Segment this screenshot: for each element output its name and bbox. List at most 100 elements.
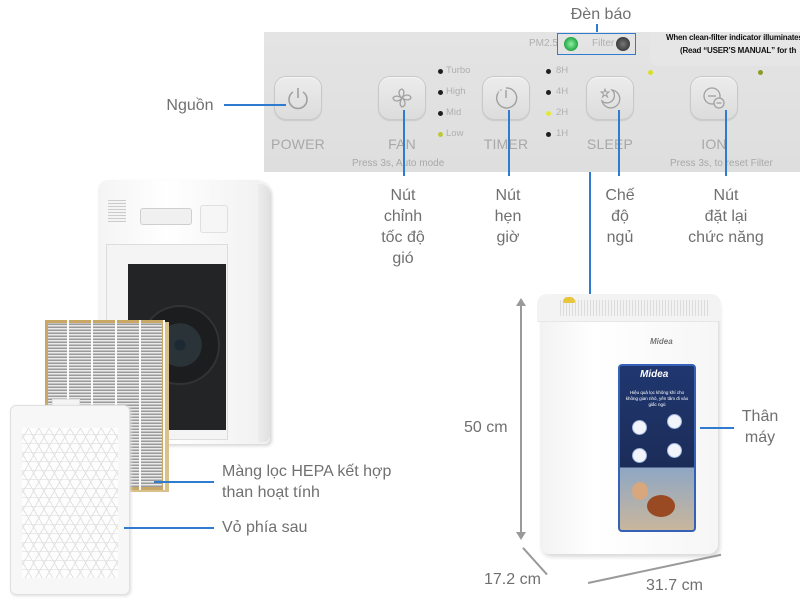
fan-speed-led-mid [438,111,443,116]
timer-button[interactable] [482,76,530,120]
hepa-callout: Màng lọc HEPA kết hợp than hoạt tính [222,461,422,503]
notice-box [650,32,800,66]
brand-logo: Midea [650,337,673,346]
back-cover-callout: Vỏ phía sau [222,519,308,536]
sleep-button[interactable] [586,76,634,120]
back-handle [140,208,192,225]
timer-label: TIMER [483,136,529,152]
top-air-outlet-grill [560,300,710,316]
sleep-label: SLEEP [586,136,634,152]
hepa-callout-l1: Màng lọc HEPA kết hợp [222,463,392,480]
timer-callout: Nút hẹn giờ [478,185,538,248]
poster-photo-boy [632,482,648,500]
power-label: POWER [271,136,325,152]
height-dimension-line [520,300,522,536]
body-callout-line [700,427,734,429]
sleep-callout-line [618,110,620,176]
ion-callout-l2: đặt lại [704,208,748,225]
body-callout-l1: Thân [741,408,779,425]
timer-8h-label: 8H [556,65,569,76]
power-icon [288,88,308,110]
fan-speed-high-label: High [446,86,466,97]
timer-led-1h [546,132,551,137]
panel-to-unit-line [589,172,591,296]
notice-line-2: (Read “USER’S MANUAL” for th [680,46,797,55]
indicator-highlight-box [557,33,636,55]
fan-speed-led-turbo [438,69,443,74]
sleep-callout-l2: độ [611,208,629,225]
fan-speed-mid-label: Mid [446,107,462,118]
ion-callout-l1: Nút [713,187,739,204]
fan-speed-turbo-label: Turbo [446,65,471,76]
fan-button[interactable] [378,76,426,120]
ion-callout-l3: chức năng [688,229,764,246]
fan-label: FAN [388,136,416,152]
power-callout: Nguồn [166,97,214,114]
timer-callout-l2: hẹn [494,208,522,225]
filter-indicator-led [616,37,630,51]
power-button[interactable] [274,76,322,120]
timer-callout-l1: Nút [495,187,521,204]
fan-callout-l3: tốc độ [381,229,425,246]
power-callout-line [224,104,286,106]
pm25-label: PM2.5 [529,38,558,49]
spec-label-sticker [108,200,126,222]
timer-led-2h-active [546,111,551,116]
fan-hint: Press 3s, Auto mode [352,158,445,169]
sleep-callout-l1: Chế [605,187,635,204]
fan-callout-l1: Nút [390,187,416,204]
indicator-callout-line [596,24,598,34]
ion-callout-line [725,110,727,176]
indicator-lights-label: Đèn báo [570,6,632,23]
moon-star-icon [599,87,621,109]
timer-2h-label: 2H [556,107,569,118]
purifier-back-side [258,184,270,442]
fan-callout-l4: gió [392,250,414,267]
fan-callout-line [403,110,405,176]
poster-photo-dog [647,495,675,517]
ion-led [758,70,763,75]
hepa-callout-line [154,481,214,483]
height-arrow-top-icon [516,298,526,306]
ion-button[interactable] [690,76,738,120]
top-indicator [563,297,575,303]
ion-callout: Nút đặt lại chức năng [676,185,776,248]
fan-speed-low-label: Low [446,128,464,139]
sleep-callout-l3: ngủ [606,229,634,246]
timer-led-8h [546,69,551,74]
notice-line-1: When clean-filter indicator illuminates, [666,33,800,42]
timer-callout-l3: giờ [496,229,520,246]
fan-callout-l2: chỉnh [383,208,423,225]
fan-callout: Nút chỉnh tốc độ gió [373,185,433,269]
back-vent [200,205,228,233]
hepa-callout-l2: than hoạt tính [222,484,320,501]
sleep-led [648,70,653,75]
back-cover-mesh [22,428,118,578]
height-arrow-bottom-icon [516,532,526,540]
fan-icon [392,88,412,108]
ion-label: ION [701,136,727,152]
filter-label: Filter [592,38,615,49]
timer-icon [495,87,518,109]
width-dimension: 31.7 cm [646,577,703,594]
timer-callout-line [508,110,510,176]
timer-1h-label: 1H [556,128,569,139]
height-dimension: 50 cm [464,419,508,436]
control-panel: When clean-filter indicator illuminates,… [264,32,800,172]
fan-speed-led-low-active [438,132,443,137]
back-cover-tab [52,399,80,407]
timer-4h-label: 4H [556,86,569,97]
depth-dimension: 17.2 cm [484,571,541,588]
fan-speed-led-high [438,90,443,95]
timer-led-4h [546,90,551,95]
pm25-indicator-led [564,37,578,51]
poster-brand-logo: Midea [640,369,669,380]
poster-feature-icon-3 [632,448,647,463]
body-callout-l2: máy [744,429,776,446]
poster-feature-icon-2 [667,414,682,429]
poster-feature-icon-1 [632,420,647,435]
ion-hint: Press 3s, to reset Filter [670,158,773,169]
poster-feature-icon-4 [667,443,682,458]
ion-icon [703,87,725,109]
body-callout: Thân máy [730,406,790,448]
